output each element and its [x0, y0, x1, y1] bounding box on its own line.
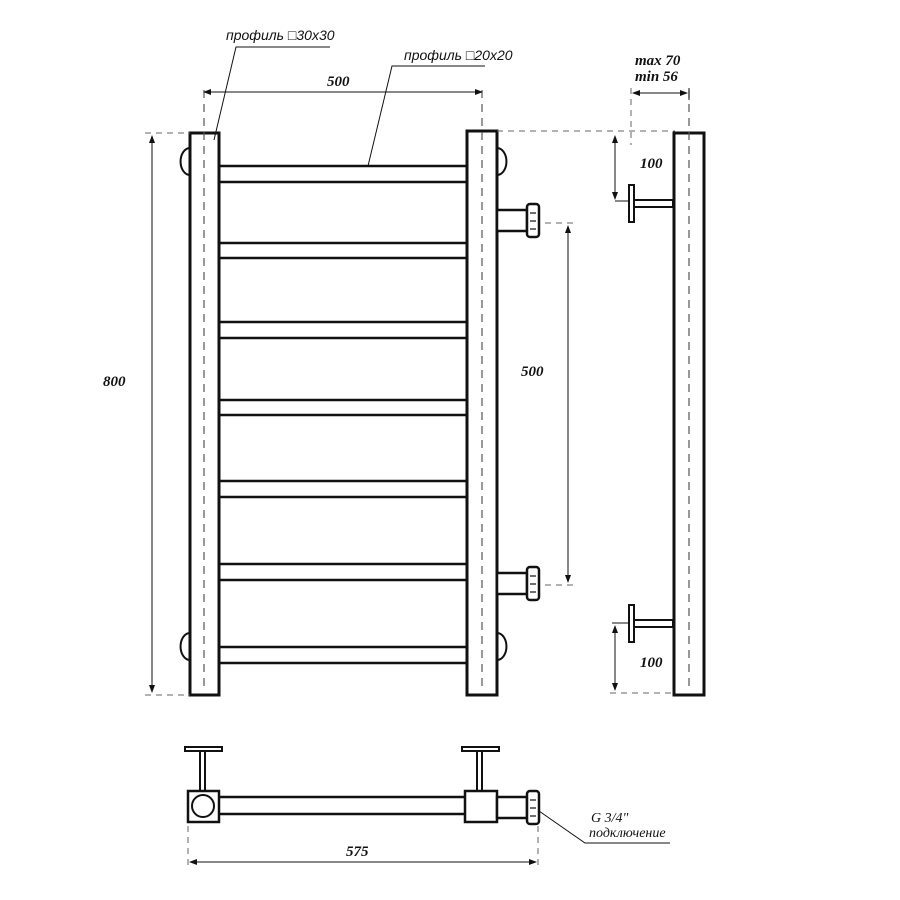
height-dimension: 800 — [103, 374, 126, 390]
dimensions-front — [145, 46, 675, 696]
side-view — [610, 88, 706, 697]
profile-rung-label: профиль □20x20 — [404, 47, 513, 63]
front-view — [179, 90, 541, 697]
rungs — [219, 164, 467, 665]
depth-min-label: min 56 — [635, 69, 678, 85]
connection-label: подключение — [589, 826, 666, 841]
axis-dimension: 500 — [521, 364, 544, 380]
top-view — [184, 746, 670, 870]
connection-size-label: G 3/4" — [591, 811, 629, 826]
bottom-fitting — [495, 565, 541, 602]
bracket-top-dimension: 100 — [640, 156, 663, 172]
profile-main-label: профиль □30x30 — [226, 27, 335, 43]
top-fitting — [495, 202, 541, 239]
total-width-dimension: 575 — [346, 844, 369, 860]
bracket-bottom-dimension: 100 — [640, 655, 663, 671]
depth-max-label: max 70 — [635, 53, 681, 69]
width-dimension: 500 — [327, 74, 350, 90]
